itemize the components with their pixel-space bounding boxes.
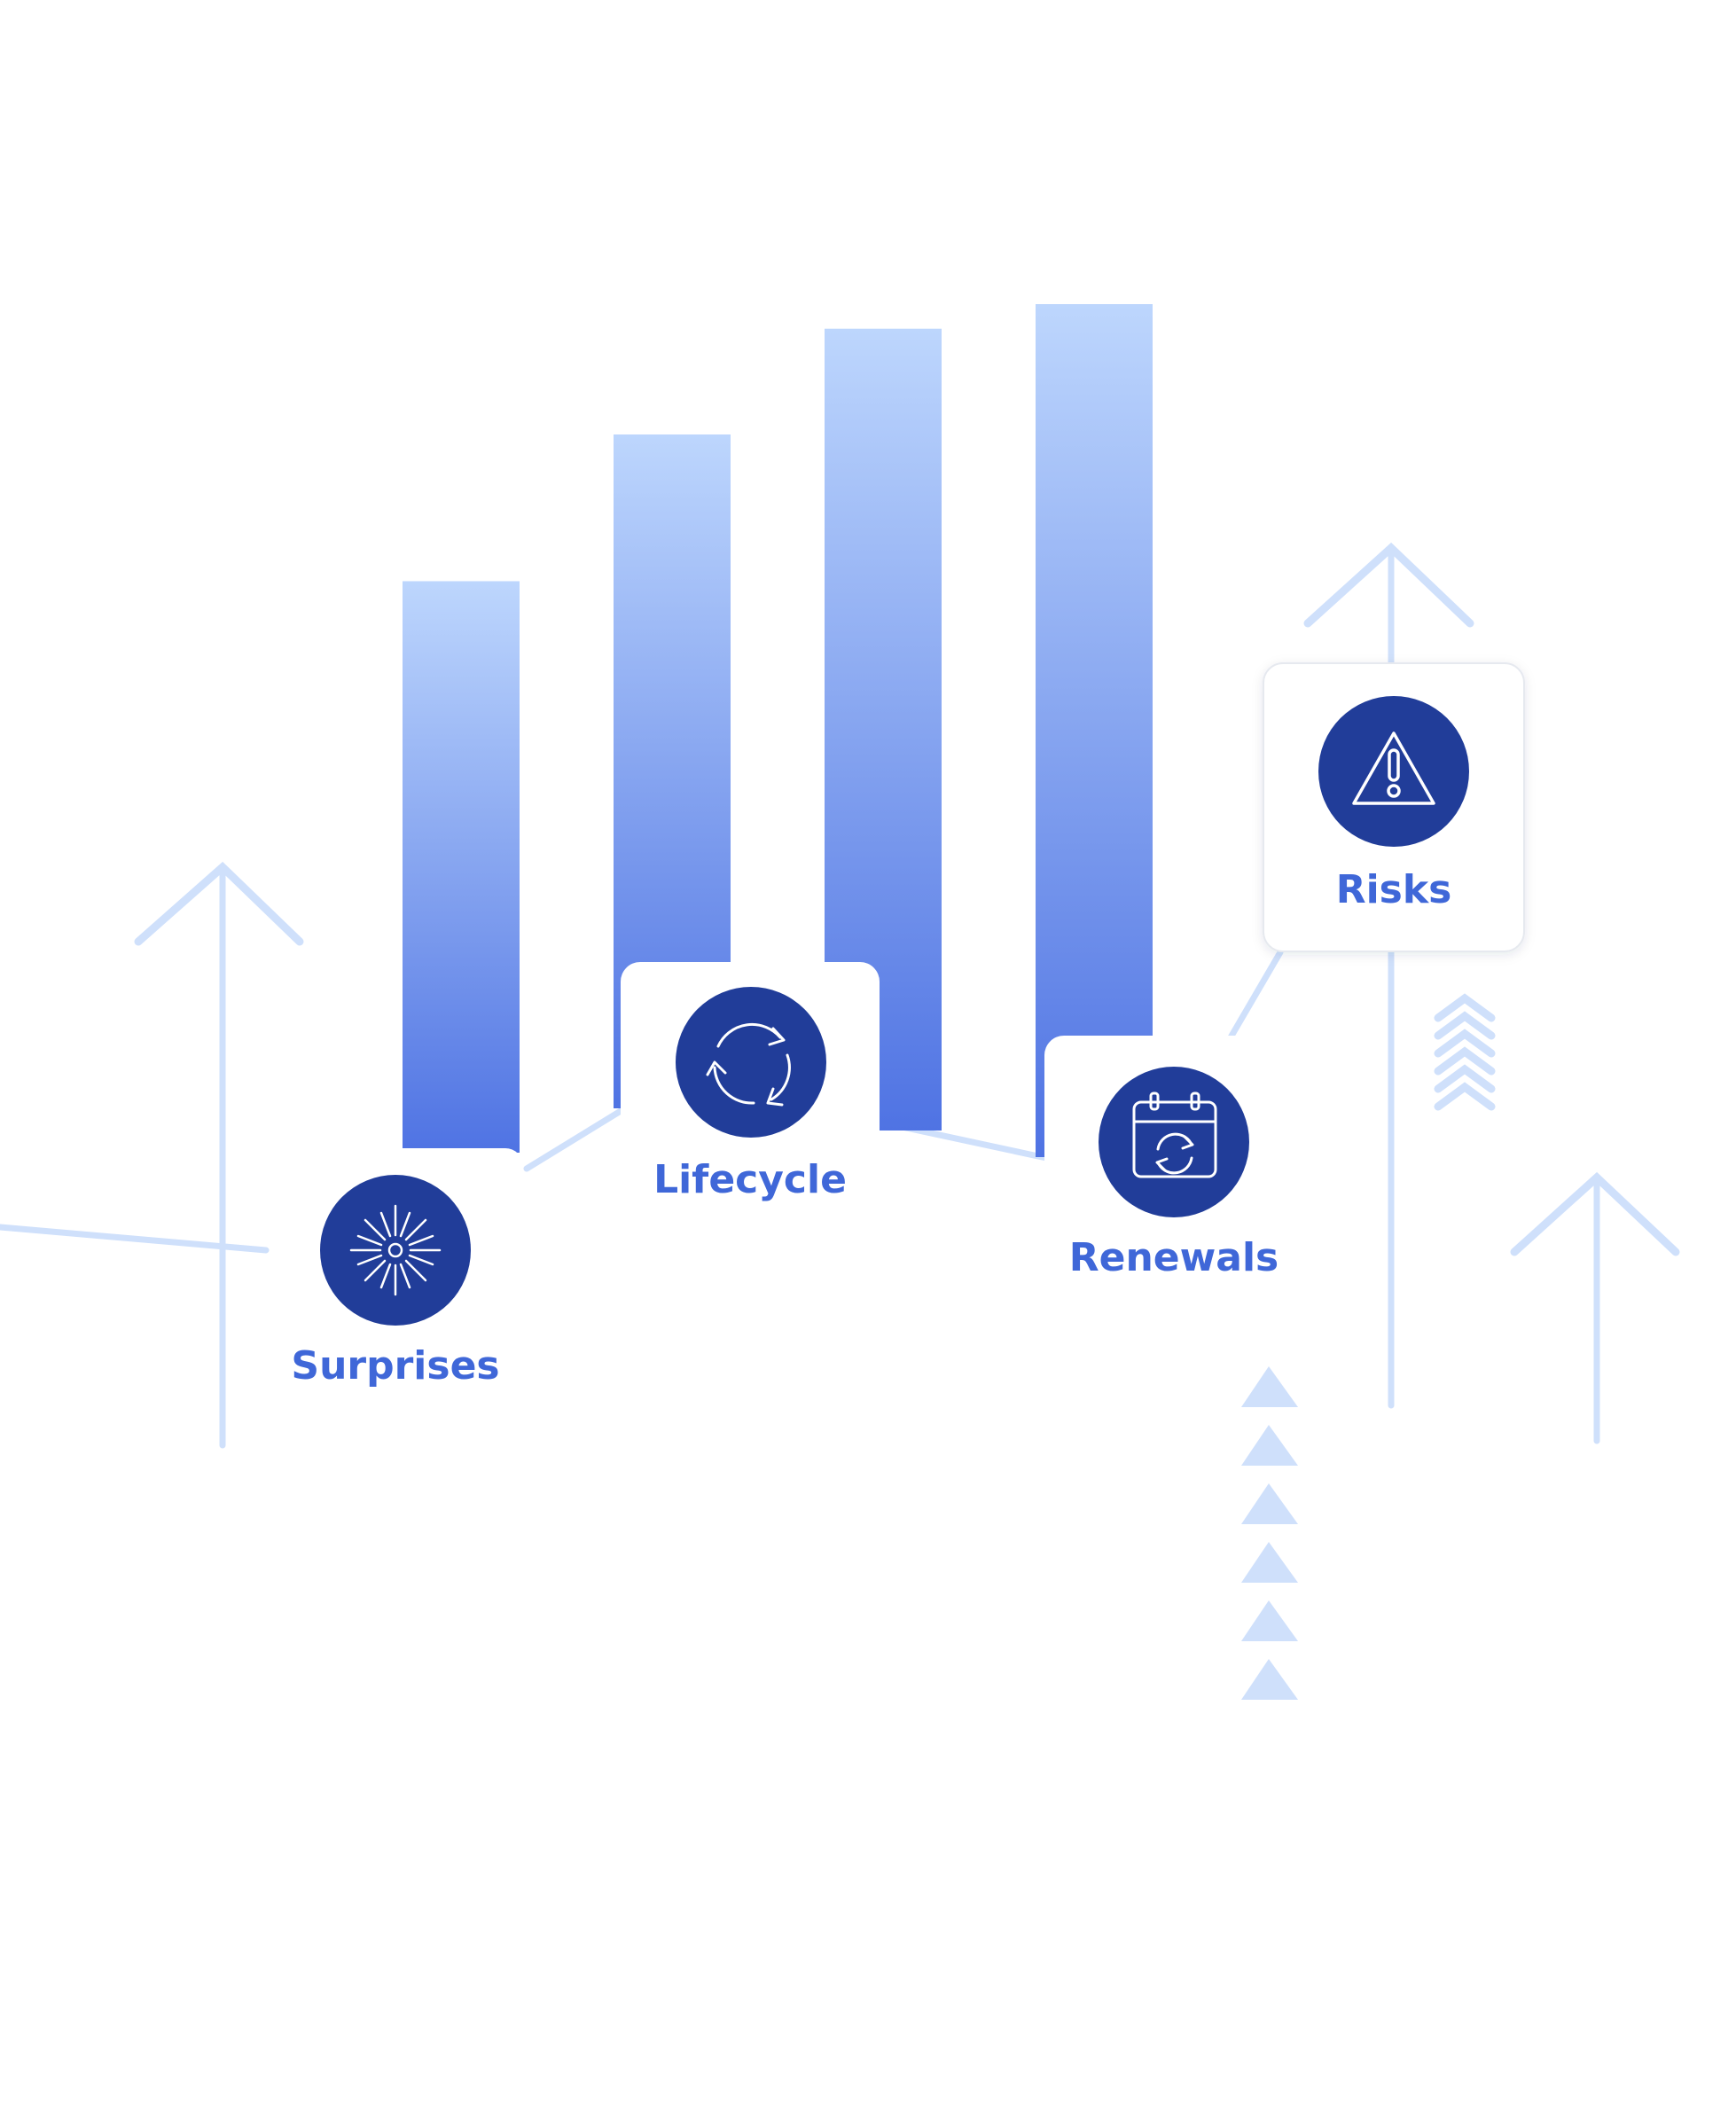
bar-4 [1036,304,1153,1157]
milestone-lifecycle: Lifecycle [653,987,847,1202]
milestone-label-lifecycle: Lifecycle [653,1157,847,1202]
milestone-label-renewals: Renewals [1069,1235,1279,1280]
starburst-icon [349,1204,442,1296]
up-arrow-right-icon [1510,1171,1680,1444]
trend-line-left [0,1224,270,1254]
triangle-stack-icon [1241,1366,1298,1700]
bar-1 [403,581,520,1153]
milestone-label-risks: Risks [1336,867,1452,912]
milestone-surprises: Surprises [291,1175,500,1389]
calendar-renew-icon [1132,1091,1217,1178]
milestone-label-surprises: Surprises [291,1343,499,1389]
trend-line-segment-3 [1227,949,1284,1041]
warning-triangle-icon [1352,732,1435,805]
chevron-stack-icon [1434,993,1496,1111]
up-arrow-left-icon [134,861,304,1449]
refresh-cycle-icon [706,1022,791,1107]
milestone-risks: Risks [1318,696,1469,912]
trend-line-segment-1 [523,1107,624,1172]
milestone-renewals: Renewals [1069,1067,1279,1280]
background-decor [0,542,1680,1449]
